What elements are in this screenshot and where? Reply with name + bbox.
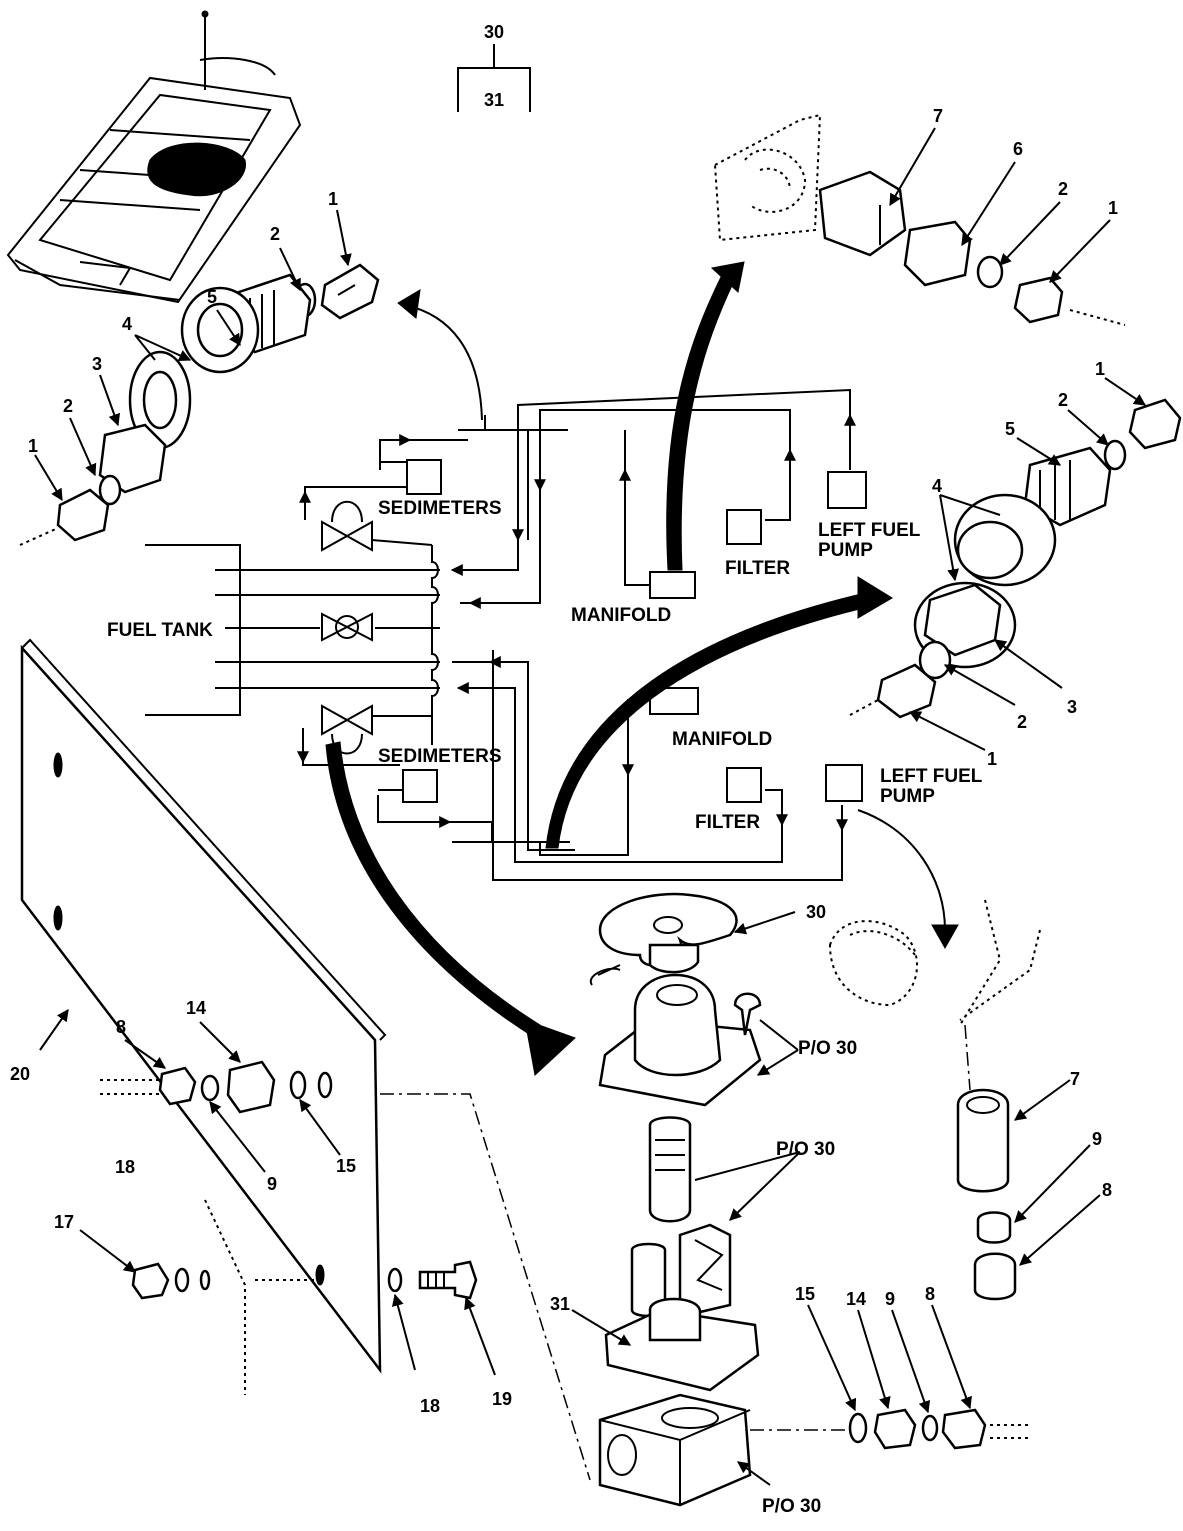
fuel-schematic: FUEL TANK SEDIMETERS xyxy=(107,388,983,881)
callout-s-30: 30 xyxy=(806,902,826,922)
callout-ul-4: 4 xyxy=(122,314,132,334)
callout-l-15: 15 xyxy=(336,1156,356,1176)
callout-l-20: 20 xyxy=(10,1064,30,1084)
callout-br-9: 9 xyxy=(885,1289,895,1309)
callout-br-8: 8 xyxy=(925,1284,935,1304)
callout-ur-2: 2 xyxy=(1058,179,1068,199)
callout-ur-6: 6 xyxy=(1013,139,1023,159)
callout-ul-1a: 1 xyxy=(328,189,338,209)
callout-r-4: 4 xyxy=(932,476,942,496)
callout-s-po30c: P/O 30 xyxy=(762,1496,821,1517)
callout-r-2b: 2 xyxy=(1017,712,1027,732)
callout-r-1a: 1 xyxy=(1095,359,1105,379)
callout-rr-8: 8 xyxy=(1102,1180,1112,1200)
valve-middle xyxy=(321,612,373,642)
label-manifold-upper: MANIFOLD xyxy=(571,605,671,626)
callout-ul-2b: 2 xyxy=(63,396,73,416)
callout-l-17: 17 xyxy=(54,1212,74,1232)
label-left-fuel-pump-upper-1: LEFT FUEL xyxy=(818,520,921,541)
callout-l-9: 9 xyxy=(267,1174,277,1194)
callout-br-14: 14 xyxy=(846,1289,866,1309)
label-filter-lower: FILTER xyxy=(695,812,760,833)
callout-l-18a: 18 xyxy=(115,1157,135,1177)
upper-right-fitting-assembly: 7 6 2 1 xyxy=(713,106,1126,326)
callout-l-18b: 18 xyxy=(420,1396,440,1416)
sediment-bowl-assembly: 30 P/O 30 P/O 30 31 P/O 30 xyxy=(380,892,857,1517)
callout-ul-5: 5 xyxy=(207,287,217,307)
callout-ul-1b: 1 xyxy=(28,436,38,456)
callout-r-3: 3 xyxy=(1067,697,1077,717)
label-manifold-lower: MANIFOLD xyxy=(672,729,772,750)
figure-reference: 30 31 xyxy=(457,22,531,112)
callout-ur-7: 7 xyxy=(933,106,943,126)
valve-upper xyxy=(321,500,433,552)
mounting-plate-assembly: 20 8 14 9 15 18 17 18 19 xyxy=(10,638,512,1416)
right-fitting-assembly: 1 2 5 4 3 2 1 xyxy=(849,359,1182,769)
vehicle-hull-illustration xyxy=(6,10,302,304)
callout-s-31: 31 xyxy=(550,1294,570,1314)
callout-ul-3: 3 xyxy=(92,354,102,374)
callout-l-14: 14 xyxy=(186,998,206,1018)
leader-arrows xyxy=(325,261,959,1076)
figure-ref-bottom: 31 xyxy=(484,90,504,110)
callout-rr-7: 7 xyxy=(1070,1069,1080,1089)
valve-lower xyxy=(321,704,432,755)
label-sedimeters-lower: SEDIMETERS xyxy=(378,746,502,767)
callout-ul-2a: 2 xyxy=(270,224,280,244)
callout-br-15: 15 xyxy=(795,1284,815,1304)
callout-r-5: 5 xyxy=(1005,419,1015,439)
right-connector-assembly: 7 9 8 xyxy=(828,899,1112,1301)
label-left-fuel-pump-upper-2: PUMP xyxy=(818,540,873,561)
label-left-fuel-pump-lower-2: PUMP xyxy=(880,786,935,807)
label-sedimeters-upper: SEDIMETERS xyxy=(378,498,502,519)
figure-ref-top: 30 xyxy=(484,22,504,42)
label-fuel-tank: FUEL TANK xyxy=(107,620,213,641)
callout-l-19: 19 xyxy=(492,1389,512,1409)
bottom-right-fitting-row: 15 14 9 8 xyxy=(795,1284,1030,1450)
callout-s-po30b: P/O 30 xyxy=(776,1139,835,1160)
callout-l-8: 8 xyxy=(116,1017,126,1037)
upper-left-fitting-assembly: 1 2 5 4 3 2 1 xyxy=(19,189,380,546)
callout-r-1b: 1 xyxy=(987,749,997,769)
callout-rr-9: 9 xyxy=(1092,1129,1102,1149)
callout-ur-1: 1 xyxy=(1108,198,1118,218)
label-filter-upper: FILTER xyxy=(725,558,790,579)
callout-r-2a: 2 xyxy=(1058,390,1068,410)
callout-s-po30a: P/O 30 xyxy=(798,1038,857,1059)
label-left-fuel-pump-lower-1: LEFT FUEL xyxy=(880,766,983,787)
